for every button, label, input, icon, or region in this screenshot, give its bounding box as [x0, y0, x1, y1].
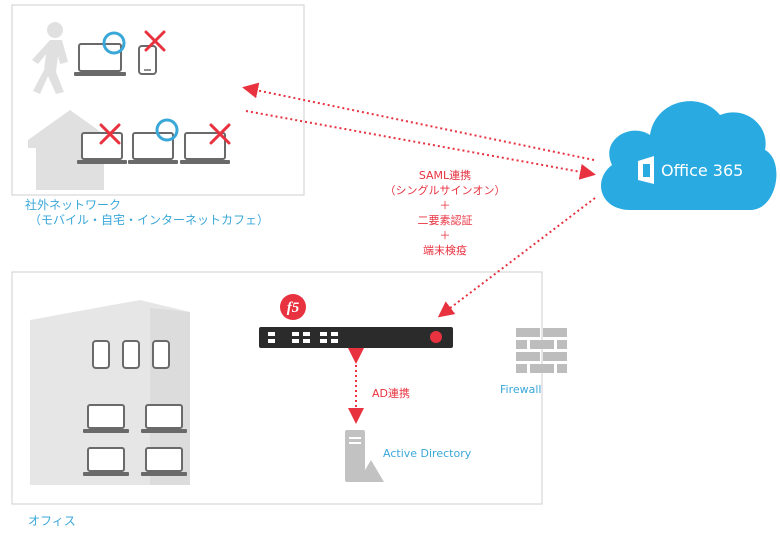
auth-device-check: 端末検疫 [423, 244, 467, 257]
ng-cross-icon [144, 30, 166, 52]
auth-plus-1: ＋ [439, 199, 451, 212]
arrow-cloud-to-outside [242, 82, 595, 161]
f5-logo-text: f5 [287, 300, 300, 316]
building-icon [30, 300, 190, 485]
f5-appliance-icon [259, 327, 453, 348]
house-icon [28, 110, 112, 190]
laptop-icon [83, 447, 129, 476]
smartphone-icon [152, 340, 170, 369]
laptop-icon [141, 404, 187, 433]
office365-label: Office 365 [661, 161, 744, 180]
active-directory-label: Active Directory [383, 447, 472, 460]
outside-network-subtitle: （モバイル・自宅・インターネットカフェ） [29, 213, 270, 227]
auth-plus-2: ＋ [439, 229, 451, 242]
arrow-cloud-to-f5 [437, 197, 596, 318]
arrow-outside-to-cloud [245, 110, 596, 180]
ng-cross-icon [99, 123, 121, 145]
laptop-icon [128, 132, 178, 164]
laptop-icon [74, 43, 126, 76]
server-icon [345, 430, 384, 482]
auth-saml: SAML連携 [418, 169, 472, 182]
office365-cloud-icon [600, 101, 777, 210]
laptop-icon [77, 132, 127, 164]
f5-logo-icon [280, 294, 306, 320]
office-label: オフィス [28, 514, 76, 528]
ad-link-label: AD連携 [372, 387, 410, 400]
auth-2fa: 二要素認証 [417, 214, 473, 227]
person-icon [32, 22, 68, 94]
outside-network-title: 社外ネットワーク [25, 198, 122, 212]
ng-cross-icon [209, 123, 231, 145]
auth-sso: （シングルサインオン） [384, 184, 506, 197]
smartphone-icon [122, 340, 140, 369]
auth-methods-label: SAML連携 （シングルサインオン） ＋ 二要素認証 ＋ 端末検疫 [380, 168, 510, 258]
laptop-icon [83, 404, 129, 433]
laptop-icon [141, 447, 187, 476]
ok-circle-icon [102, 31, 126, 55]
ok-circle-icon [155, 118, 179, 142]
firewall-icon [516, 328, 567, 373]
smartphone-icon [92, 340, 110, 369]
firewall-label: Firewall [500, 383, 542, 396]
smartphone-icon [138, 45, 157, 75]
